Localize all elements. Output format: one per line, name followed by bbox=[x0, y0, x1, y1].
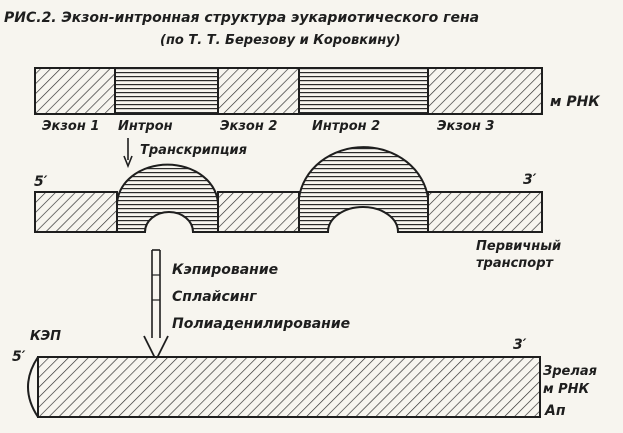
mature-label-line1: Зрелая bbox=[543, 364, 597, 379]
cap-label: КЭП bbox=[30, 329, 62, 344]
processing-step-polyadenylation: Полиаденилирование bbox=[172, 316, 351, 332]
mature-mrna bbox=[27, 356, 541, 418]
mature-three-prime: 3′ bbox=[513, 337, 527, 353]
gene-exon-3 bbox=[427, 67, 543, 115]
primary-intron-1-loop bbox=[116, 163, 219, 233]
intron-1-label: Интрон bbox=[118, 119, 173, 134]
primary-exon-3 bbox=[427, 191, 543, 233]
gene-bar bbox=[34, 67, 543, 115]
primary-exon-2 bbox=[217, 191, 300, 233]
transcription-label: Транскрипция bbox=[140, 143, 247, 158]
processing-step-splicing: Сплайсинг bbox=[172, 289, 257, 305]
exon-2-label: Экзон 2 bbox=[220, 119, 278, 134]
gene-exon-2 bbox=[217, 67, 300, 115]
exon-3-label: Экзон 3 bbox=[437, 119, 495, 134]
primary-intron-2-loop bbox=[298, 146, 429, 233]
mature-mrna-bar bbox=[37, 356, 541, 418]
polya-label: Ап bbox=[545, 403, 566, 419]
primary-five-prime: 5′ bbox=[34, 174, 48, 190]
primary-label-line1: Первичный bbox=[476, 239, 562, 254]
intron-2-label: Интрон 2 bbox=[312, 119, 381, 134]
gene-exon-1 bbox=[34, 67, 116, 115]
cap-shape bbox=[27, 356, 39, 418]
figure-title: РИС.2. Экзон-интронная структура эукарио… bbox=[4, 10, 480, 26]
gene-intron-1 bbox=[114, 67, 219, 115]
gene-label: м РНК bbox=[550, 94, 600, 110]
processing-arrow bbox=[143, 249, 169, 363]
primary-transcript bbox=[34, 146, 543, 233]
primary-label-line2: транспорт bbox=[476, 256, 554, 271]
primary-exon-1 bbox=[34, 191, 118, 233]
exon-1-label: Экзон 1 bbox=[42, 119, 100, 134]
primary-three-prime: 3′ bbox=[523, 172, 537, 188]
mature-label-line2: м РНК bbox=[543, 382, 590, 397]
mature-five-prime: 5′ bbox=[12, 349, 26, 365]
gene-intron-2 bbox=[298, 67, 429, 115]
transcription-arrow bbox=[123, 138, 133, 169]
figure-subtitle: (по Т. Т. Березову и Коровкину) bbox=[160, 33, 401, 48]
processing-step-capping: Кэпирование bbox=[172, 262, 279, 278]
